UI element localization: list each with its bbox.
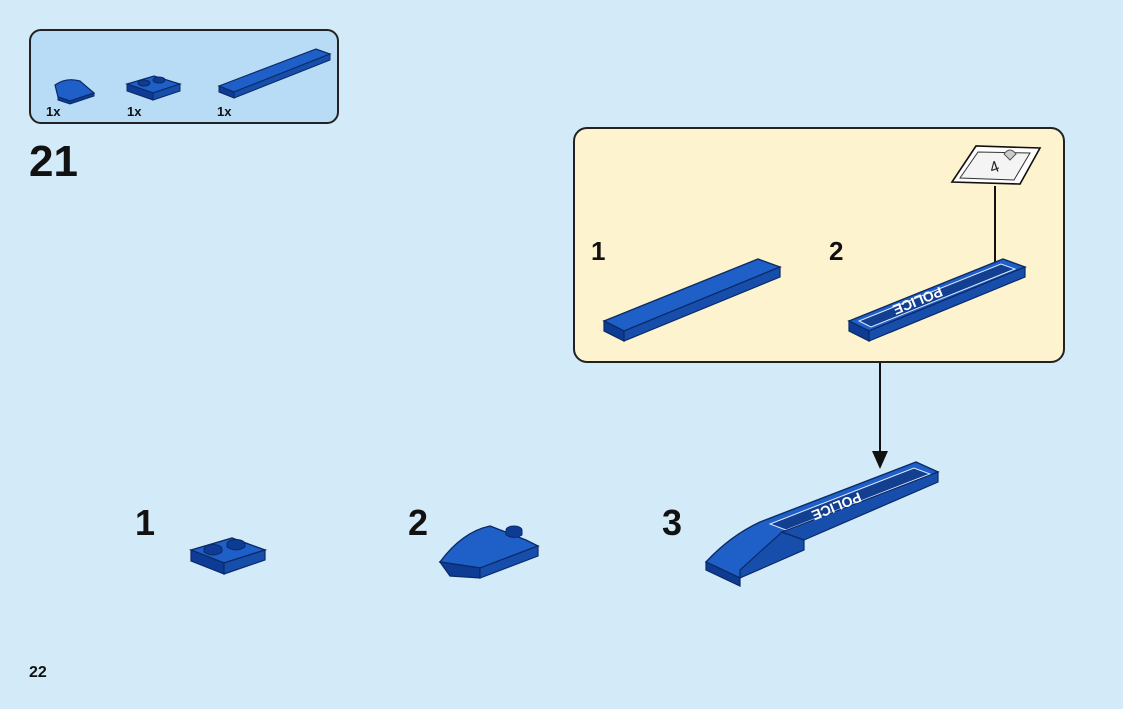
plate-1x2-part-icon	[125, 75, 182, 101]
police-plate-sub-2: POLICE	[847, 258, 1027, 342]
plate-long-sub-1	[602, 258, 782, 342]
part-quantity: 1x	[217, 104, 232, 119]
sub-step-label: 2	[829, 236, 844, 266]
plate-1x2-step-1	[188, 537, 268, 575]
attach-arrow	[872, 363, 888, 469]
sub-step-label: 1	[591, 236, 606, 266]
sticker-sheet-icon: 4	[950, 145, 1042, 185]
main-step-label: 2	[408, 502, 429, 543]
step-2-assembly	[438, 525, 540, 579]
main-step-label: 3	[662, 502, 683, 543]
plate-long-part-icon	[217, 48, 332, 99]
part-quantity: 1x	[127, 104, 142, 119]
step-3-assembly: POLICE	[704, 461, 940, 587]
step-number: 21	[29, 137, 78, 186]
curved-slope-part-icon	[54, 79, 96, 105]
page-number: 22	[29, 664, 47, 681]
part-quantity: 1x	[46, 104, 61, 119]
main-step-label: 1	[135, 502, 156, 543]
